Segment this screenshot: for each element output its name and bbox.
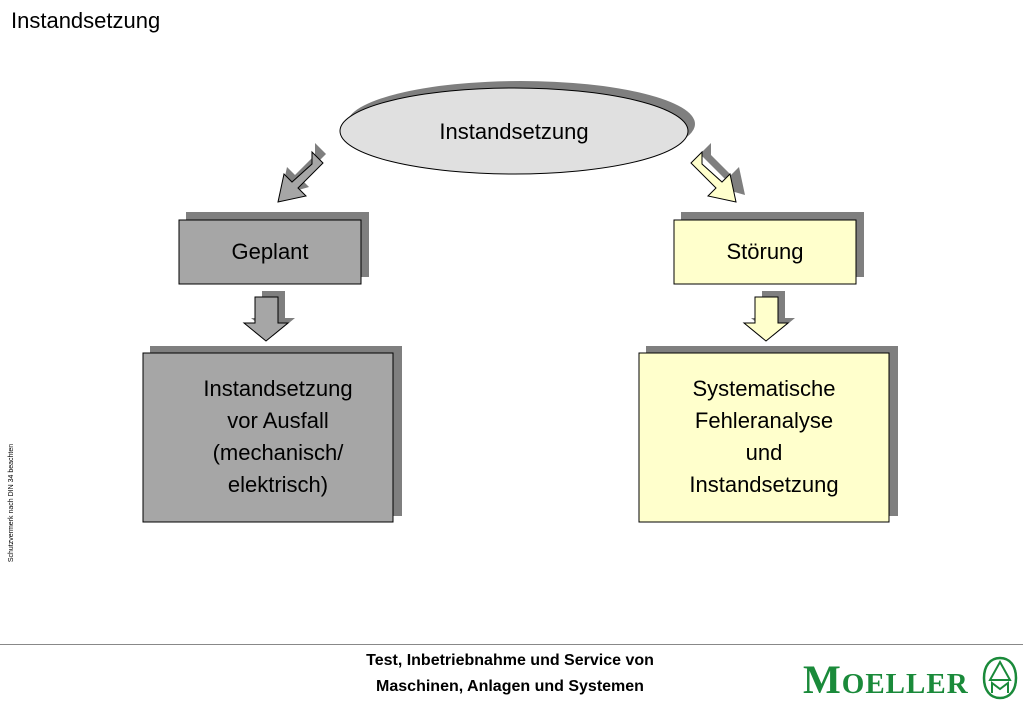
- stoerung-label: Störung: [726, 239, 804, 264]
- stoerung-box: [673, 219, 857, 285]
- geplant-box: [178, 219, 362, 285]
- right-detail-text: Systematische Fehleranalyse und Instands…: [689, 376, 839, 497]
- footer-caption: Test, Inbetriebnahme und Service von Mas…: [310, 648, 710, 700]
- footer-line-1: Test, Inbetriebnahme und Service von: [366, 652, 654, 669]
- moeller-emblem-icon: [982, 656, 1018, 700]
- arrow-to-stoerung: [690, 143, 745, 203]
- root-label: Instandsetzung: [439, 119, 589, 144]
- page-title: Instandsetzung: [11, 8, 161, 33]
- logo-rest: OELLER: [841, 668, 969, 700]
- geplant-label: Geplant: [231, 239, 309, 264]
- footer-divider: [0, 644, 1023, 645]
- arrow-down-right: [742, 291, 795, 342]
- arrow-to-geplant: [277, 143, 326, 203]
- right-detail-box: [638, 352, 890, 523]
- footer-line-2: Maschinen, Anlagen und Systemen: [376, 678, 644, 695]
- moeller-logo: MOELLER: [803, 656, 969, 703]
- logo-initial: M: [803, 657, 842, 702]
- left-detail-text: Instandsetzung vor Ausfall (mechanisch/ …: [203, 376, 353, 497]
- arrow-down-left: [242, 291, 295, 342]
- root-ellipse: [339, 87, 689, 175]
- left-detail-box: [142, 352, 394, 523]
